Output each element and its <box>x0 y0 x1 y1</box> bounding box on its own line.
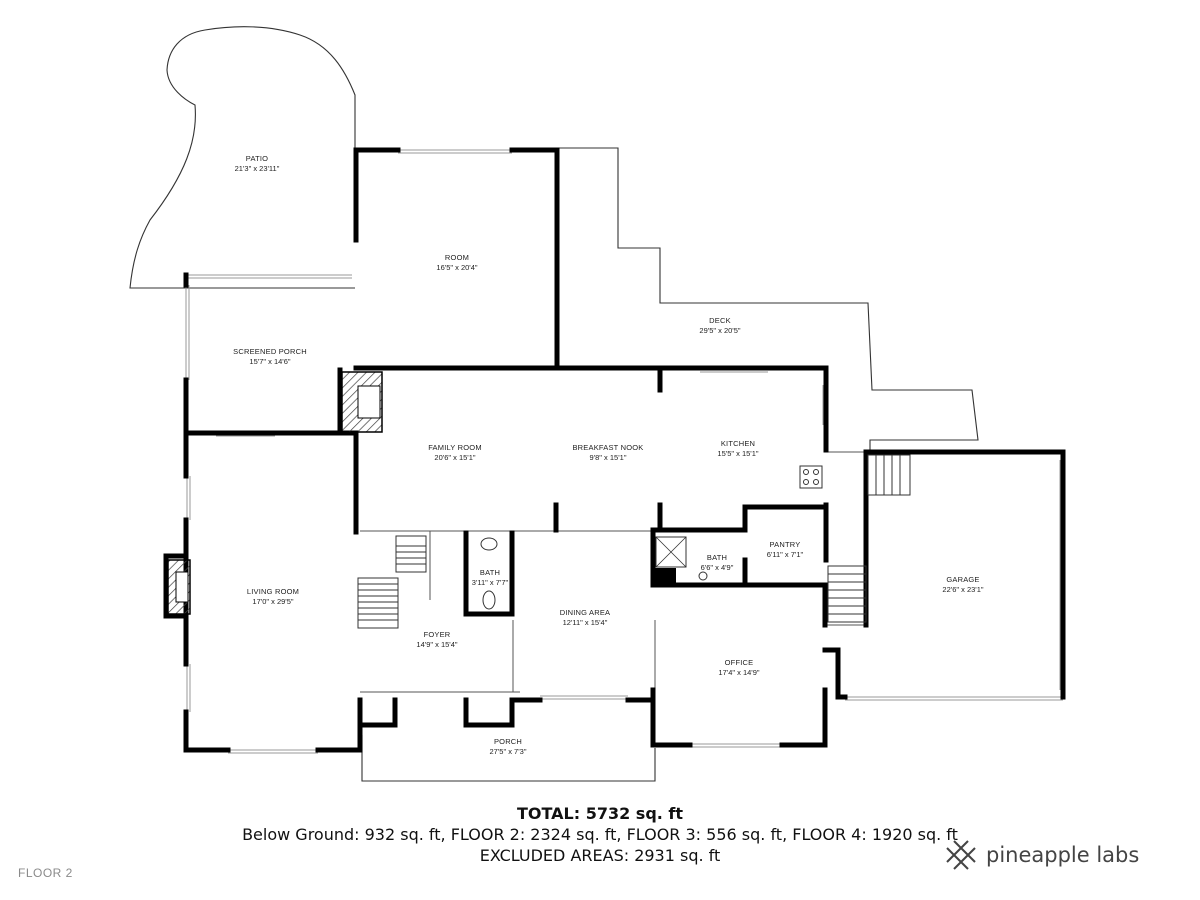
svg-text:BATH: BATH <box>707 553 727 562</box>
stove <box>799 465 823 489</box>
svg-text:15'5" x 15'1": 15'5" x 15'1" <box>717 449 758 458</box>
svg-text:15'7" x 14'6": 15'7" x 14'6" <box>249 357 290 366</box>
svg-text:21'3" x 23'11": 21'3" x 23'11" <box>235 164 280 173</box>
svg-text:PATIO: PATIO <box>246 154 268 163</box>
svg-text:17'0" x 29'5": 17'0" x 29'5" <box>252 597 293 606</box>
svg-text:3'11" x 7'7": 3'11" x 7'7" <box>472 578 509 587</box>
porch-outline <box>361 735 656 782</box>
pineapple-logo-icon <box>946 840 976 870</box>
deck-outline <box>558 147 979 452</box>
total-area: TOTAL: 5732 sq. ft <box>516 804 684 823</box>
sink <box>480 537 498 551</box>
svg-text:6'11" x 7'1": 6'11" x 7'1" <box>767 550 804 559</box>
svg-text:20'6" x 15'1": 20'6" x 15'1" <box>434 453 475 462</box>
svg-text:BREAKFAST NOOK: BREAKFAST NOOK <box>572 443 643 452</box>
svg-text:ROOM: ROOM <box>445 253 469 262</box>
brand-name: pineapple labs <box>986 843 1140 867</box>
svg-text:BATH: BATH <box>480 568 500 577</box>
svg-text:FOYER: FOYER <box>424 630 451 639</box>
svg-text:PORCH: PORCH <box>494 737 522 746</box>
svg-text:OFFICE: OFFICE <box>725 658 754 667</box>
svg-text:14'9" x 15'4": 14'9" x 15'4" <box>416 640 457 649</box>
svg-text:6'6" x 4'9": 6'6" x 4'9" <box>701 563 734 572</box>
svg-text:29'5" x 20'5": 29'5" x 20'5" <box>699 326 740 335</box>
svg-text:12'11" x 15'4": 12'11" x 15'4" <box>563 618 608 627</box>
svg-text:17'4" x 14'9": 17'4" x 14'9" <box>718 668 759 677</box>
interior-thin-lines <box>360 451 865 693</box>
toilet <box>482 590 496 610</box>
brand-logo: pineapple labs <box>944 838 1139 872</box>
floor-label: FLOOR 2 <box>18 866 73 880</box>
svg-text:KITCHEN: KITCHEN <box>721 439 755 448</box>
svg-text:9'8" x 15'1": 9'8" x 15'1" <box>590 453 627 462</box>
stairs <box>357 454 911 629</box>
bath-closet <box>654 568 676 584</box>
outdoor-outlines <box>129 26 979 782</box>
svg-text:DINING AREA: DINING AREA <box>560 608 611 617</box>
floor-areas: Below Ground: 932 sq. ft, FLOOR 2: 2324 … <box>242 825 958 844</box>
svg-text:LIVING ROOM: LIVING ROOM <box>247 587 299 596</box>
svg-text:27'5" x 7'3": 27'5" x 7'3" <box>490 747 527 756</box>
svg-text:PANTRY: PANTRY <box>770 540 801 549</box>
svg-text:16'5" x 20'4": 16'5" x 20'4" <box>436 263 477 272</box>
svg-text:SCREENED PORCH: SCREENED PORCH <box>233 347 307 356</box>
shower <box>655 536 687 568</box>
svg-text:FAMILY ROOM: FAMILY ROOM <box>428 443 482 452</box>
svg-text:GARAGE: GARAGE <box>946 575 979 584</box>
patio-outline <box>129 26 356 289</box>
svg-text:DECK: DECK <box>709 316 731 325</box>
svg-text:22'6" x 23'1": 22'6" x 23'1" <box>942 585 983 594</box>
excluded-areas: EXCLUDED AREAS: 2931 sq. ft <box>479 846 721 865</box>
